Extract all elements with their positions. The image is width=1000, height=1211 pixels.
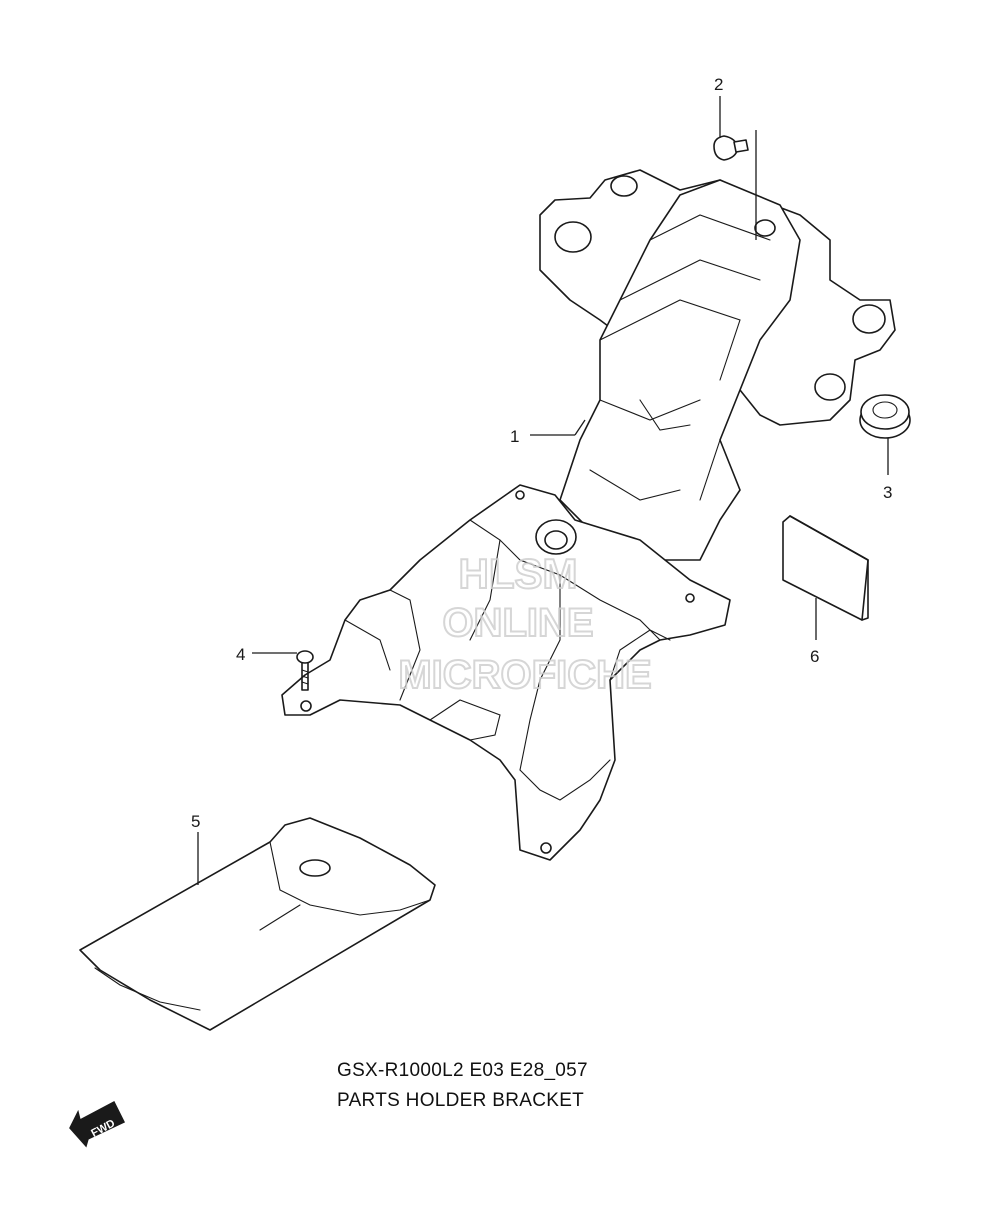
part-1-bracket[interactable] <box>281 169 896 861</box>
watermark: HLSM ONLINE MICROFICHE <box>397 549 652 698</box>
watermark-line-3: MICROFICHE <box>398 653 651 697</box>
fwd-arrow-icon: FWD <box>69 1100 126 1148</box>
callout-4: 4 <box>236 645 245 664</box>
callout-2: 2 <box>714 75 723 94</box>
callout-3: 3 <box>883 483 892 502</box>
callout-1: 1 <box>510 427 519 446</box>
callout-5: 5 <box>191 812 200 831</box>
watermark-line-1: HLSM <box>459 550 578 597</box>
part-3-grommet[interactable] <box>859 394 911 439</box>
part-6-pad[interactable] <box>782 515 869 621</box>
part-5-mat[interactable] <box>79 817 436 1031</box>
part-2-bolt[interactable] <box>713 130 757 240</box>
watermark-line-2: ONLINE <box>442 601 593 645</box>
part-4-screw[interactable] <box>296 650 314 691</box>
callout-6: 6 <box>810 647 819 666</box>
diagram-model-code: GSX-R1000L2 E03 E28_057 <box>337 1060 588 1081</box>
diagram-title: PARTS HOLDER BRACKET <box>337 1090 584 1111</box>
